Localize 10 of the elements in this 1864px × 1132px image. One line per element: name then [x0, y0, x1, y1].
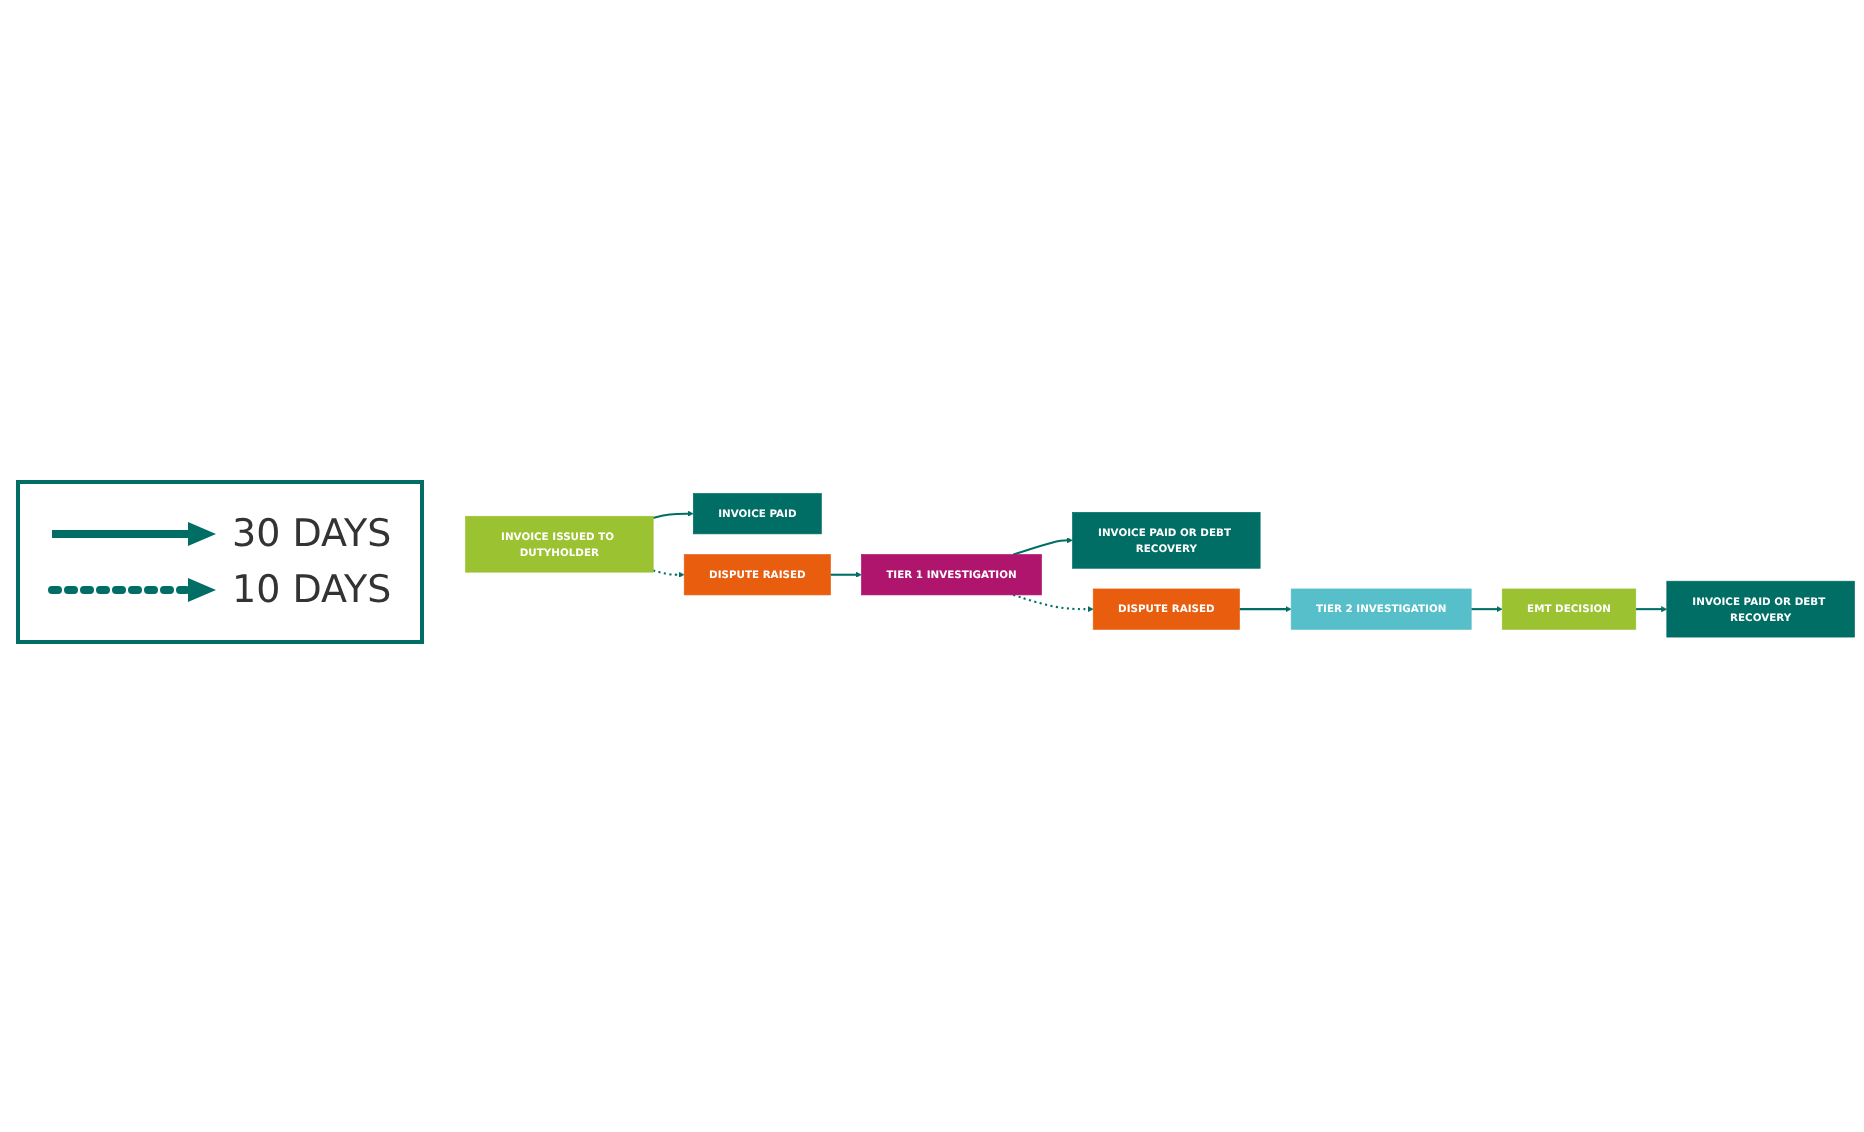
arrow — [1471, 606, 1503, 613]
legend-text: 30 DAYS — [232, 512, 392, 556]
arrow — [1013, 538, 1073, 557]
arrow — [1635, 606, 1668, 613]
legend-text: 10 DAYS — [232, 568, 392, 612]
arrow — [652, 570, 685, 579]
arrow — [1239, 606, 1292, 613]
arrow — [1013, 594, 1094, 613]
arrow — [652, 511, 694, 520]
arrow — [830, 572, 862, 579]
